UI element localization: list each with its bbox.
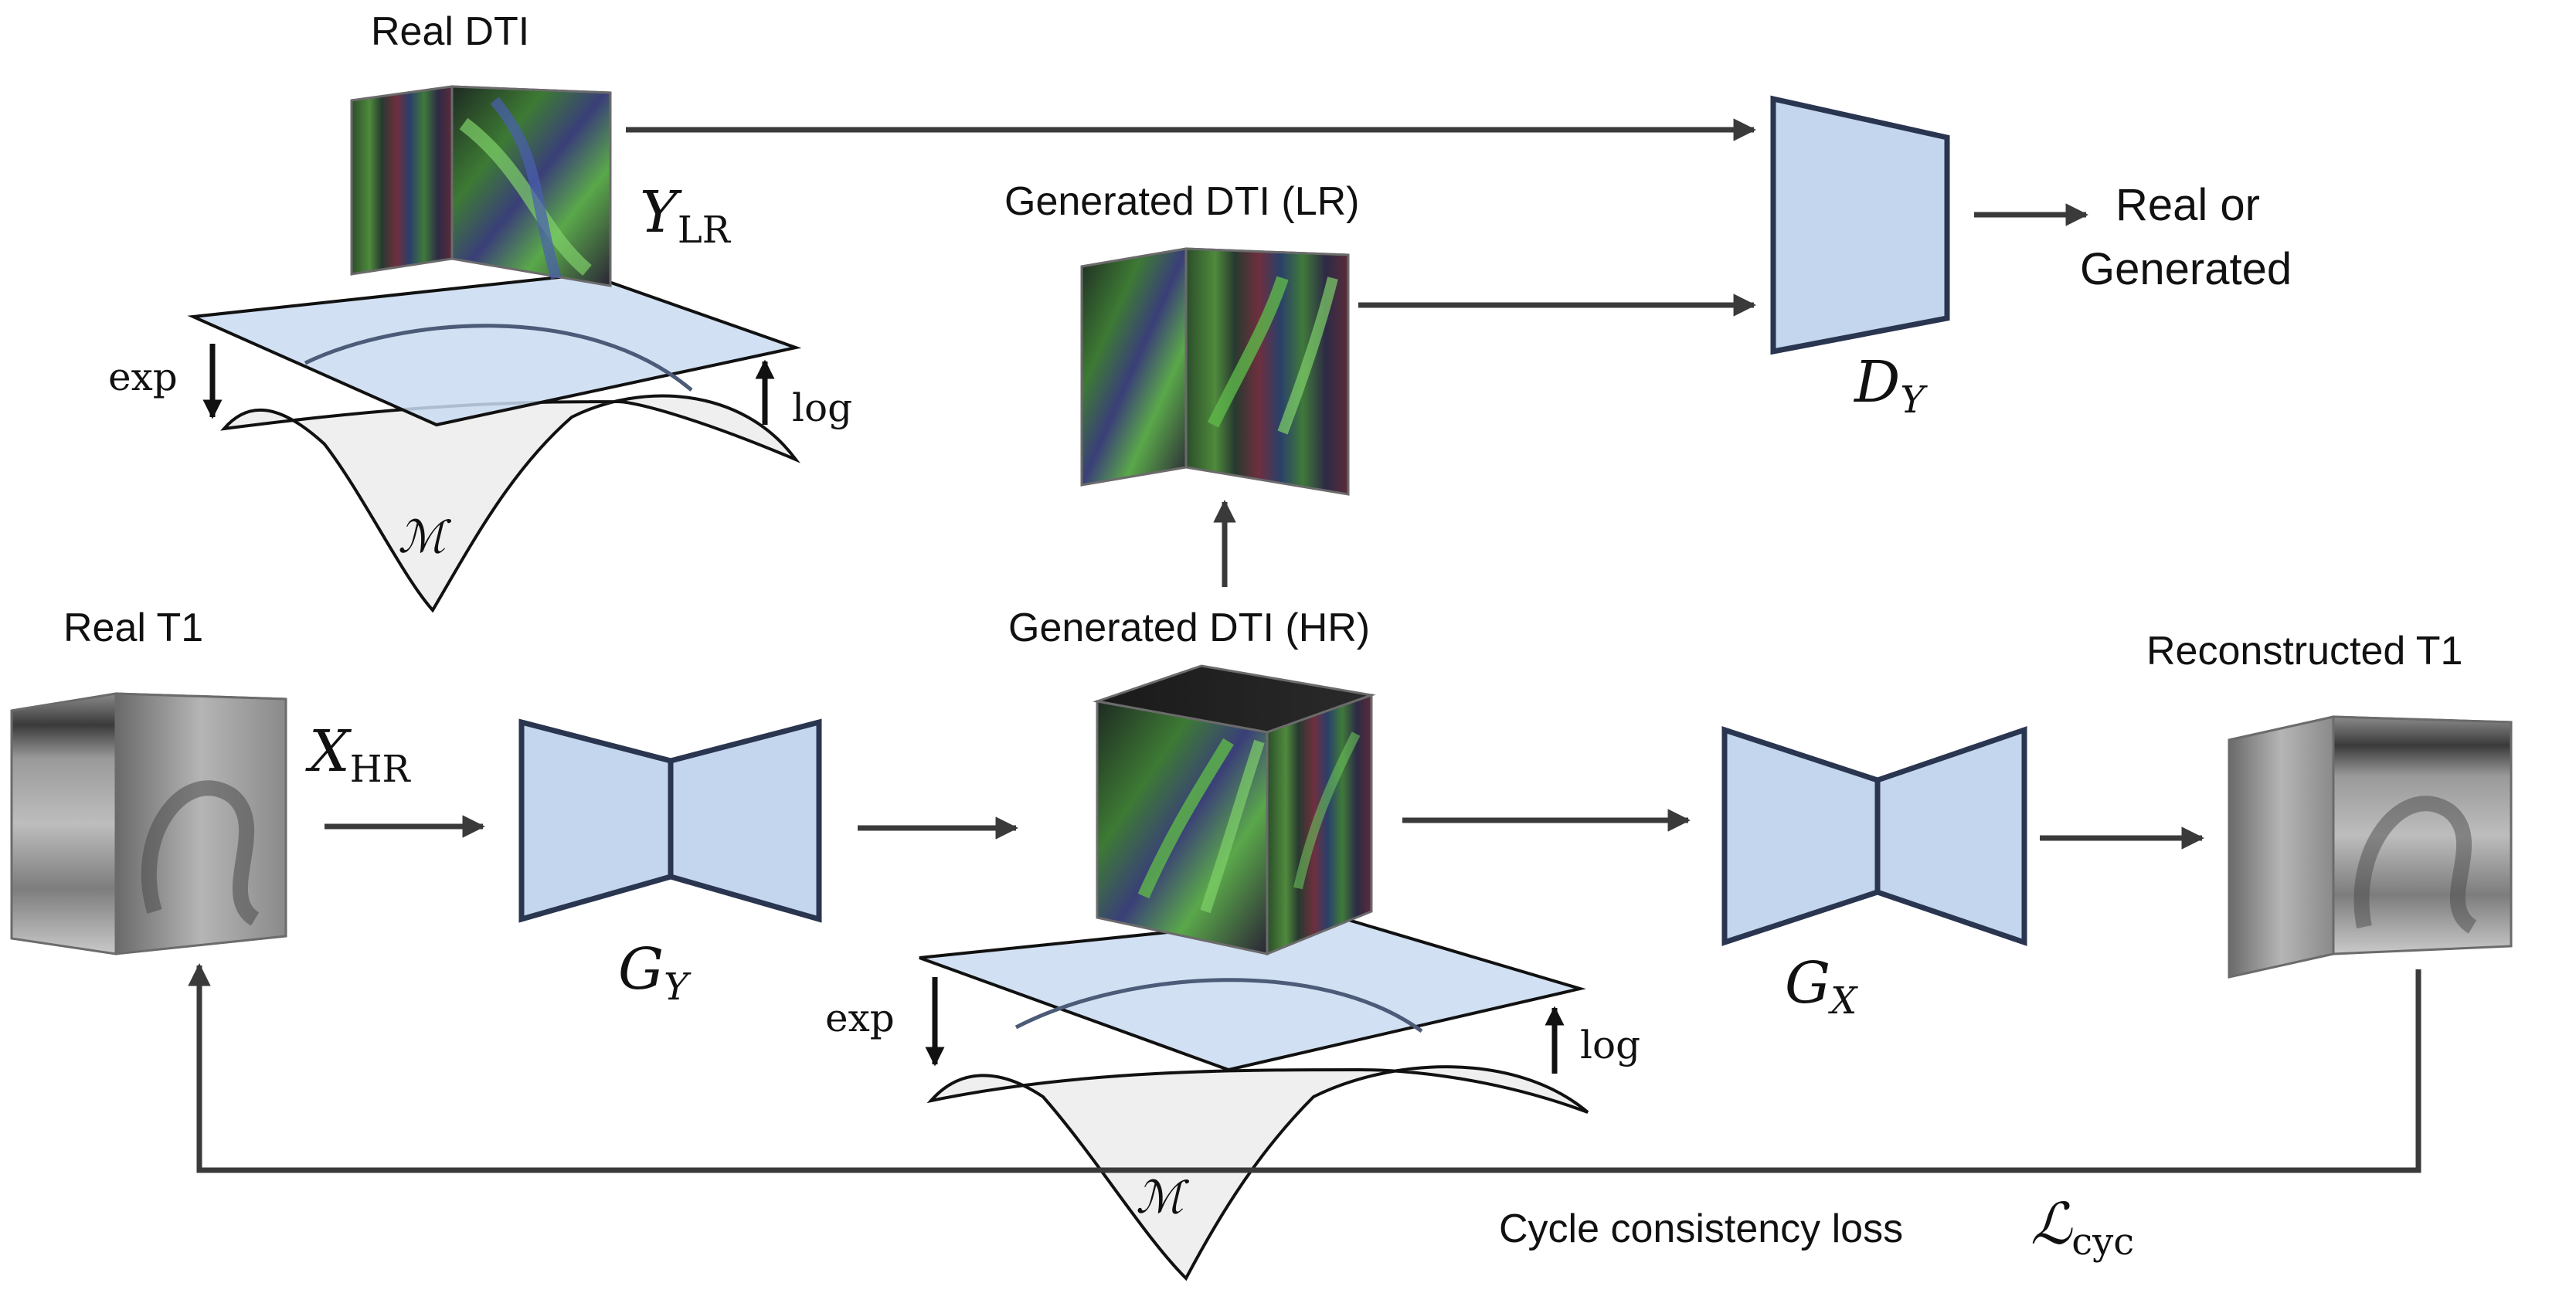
real-or-label: Real or — [2116, 180, 2260, 230]
real-dti-label: Real DTI — [371, 9, 529, 54]
manifold-surface-bottom — [926, 1065, 1589, 1281]
reconstructed-t1-label: Reconstructed T1 — [2146, 629, 2462, 674]
geodesic-bottom — [1014, 978, 1423, 1033]
geodesic-top — [304, 324, 693, 392]
real-dti-manifold: ℳ exp log — [108, 272, 852, 613]
reconstructed-t1-cube — [2228, 715, 2513, 979]
generator-gy — [518, 718, 822, 923]
generated-dti-lr-label: Generated DTI (LR) — [1004, 179, 1360, 224]
log-label-top: log — [792, 385, 852, 430]
cycle-consistency-path — [188, 963, 2421, 1173]
d-y-symbol: DY — [1853, 349, 1928, 422]
exp-label-top: exp — [108, 355, 178, 399]
real-t1-cube — [10, 692, 287, 955]
cycle-loss-label: Cycle consistency loss — [1499, 1206, 1903, 1251]
discriminator-dy — [1770, 95, 1950, 355]
manifold-surface-top — [220, 394, 800, 613]
real-t1-label: Real T1 — [63, 606, 203, 650]
generated-dti-hr-label: Generated DTI (HR) — [1008, 606, 1370, 650]
tangent-plane-top — [187, 272, 802, 427]
manifold-label-top: ℳ — [398, 511, 452, 563]
generator-gx — [1721, 726, 2027, 946]
y-lr-symbol: YLR — [640, 179, 732, 252]
g-y-symbol: GY — [618, 936, 692, 1009]
generated-output-label: Generated — [2080, 244, 2292, 294]
g-x-symbol: GX — [1785, 950, 1858, 1023]
log-label-bottom: log — [1580, 1023, 1640, 1067]
generated-dti-lr-cube — [1080, 247, 1350, 496]
l-cyc-symbol: ℒcyc — [2031, 1191, 2134, 1264]
x-hr-symbol: XHR — [305, 718, 412, 791]
exp-label-bottom: exp — [825, 996, 895, 1040]
manifold-label-bottom: ℳ — [1136, 1171, 1190, 1223]
generated-dti-hr-manifold: ℳ exp log — [825, 913, 1640, 1281]
generated-dti-hr-cube — [1093, 664, 1376, 956]
real-dti-cube — [350, 85, 612, 287]
